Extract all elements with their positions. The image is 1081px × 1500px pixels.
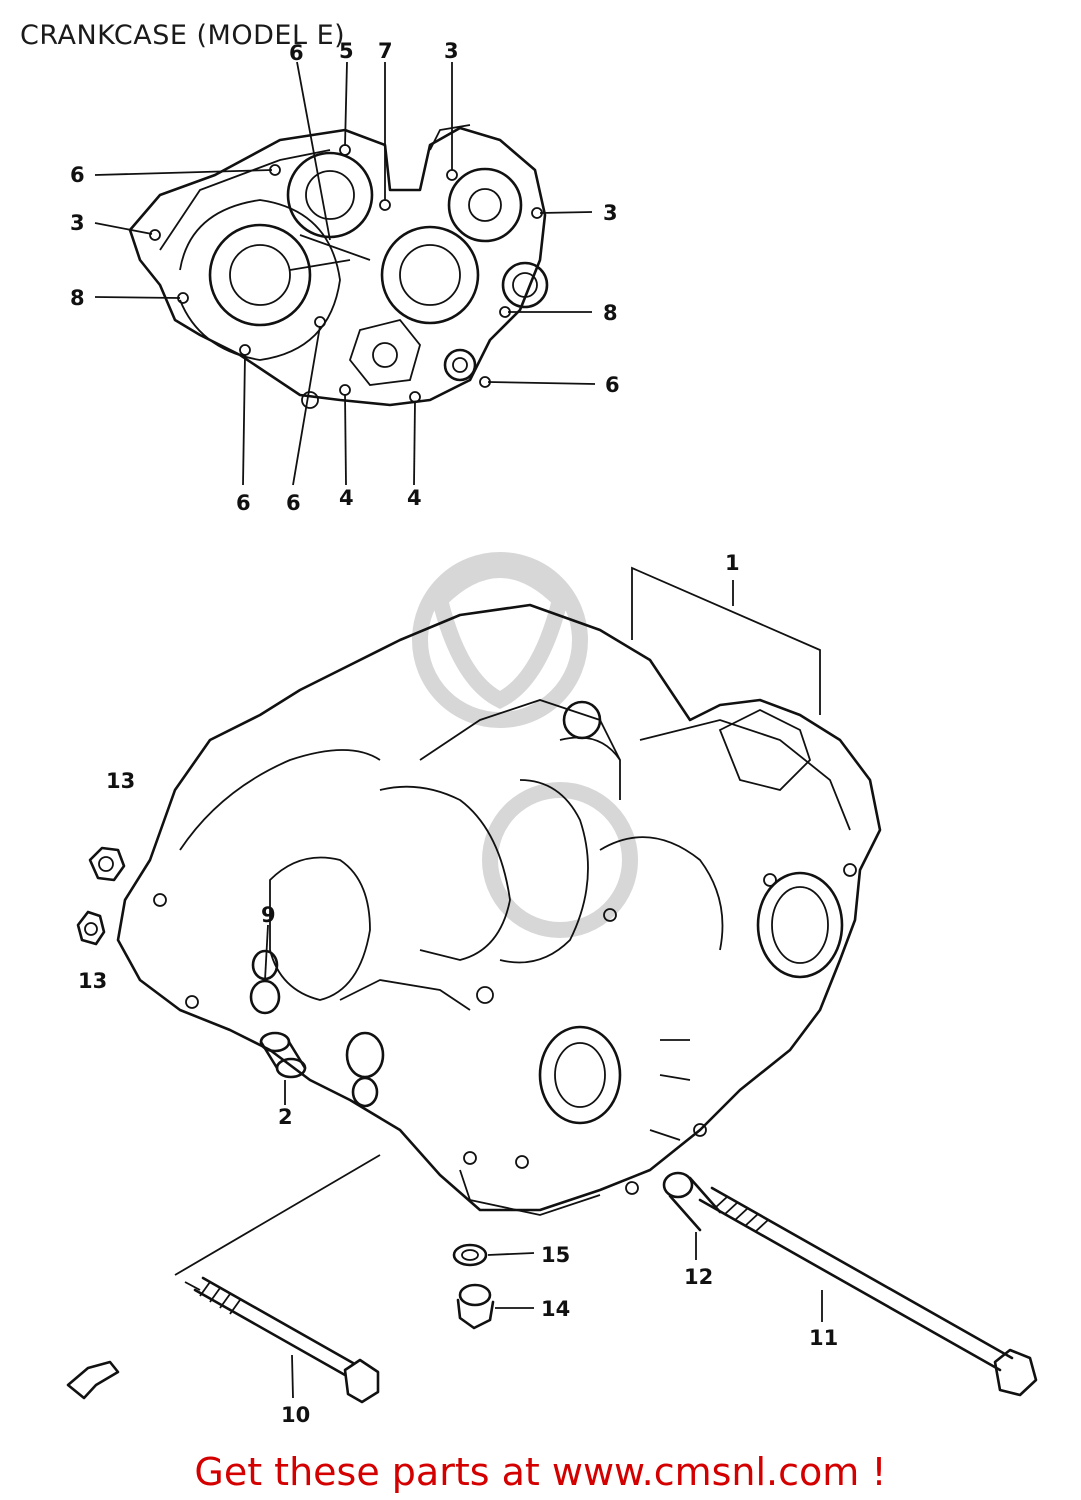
callout-part-15: 15: [541, 1243, 570, 1267]
callout-top-6: 6: [289, 41, 304, 65]
leader-lines-top: [94, 61, 596, 486]
callout-labels: 6 5 7 3 6 3 3 8 8 6 6 6 4 4 1 13 13 9 2 …: [70, 39, 838, 1427]
callout-right-3: 3: [603, 201, 618, 225]
callout-left-3: 3: [70, 211, 85, 235]
callout-right-8: 8: [603, 301, 618, 325]
callout-top-7: 7: [378, 39, 393, 63]
footer-link-text[interactable]: Get these parts at www.cmsnl.com !: [194, 1450, 887, 1494]
part-13-nut: [88, 846, 126, 882]
part-1-bracket: [631, 566, 821, 715]
callout-bottom-4a: 4: [339, 486, 354, 510]
part-13-nut-b: [76, 910, 106, 946]
part-12-dowel: [662, 1171, 722, 1260]
callout-part-10: 10: [281, 1403, 310, 1427]
callout-part-1: 1: [725, 551, 740, 575]
callout-part-11: 11: [809, 1326, 838, 1350]
callout-top-5: 5: [339, 39, 354, 63]
part-15-washer: [452, 1243, 535, 1267]
crankcase-inner-view: [128, 124, 549, 409]
callout-right-6: 6: [605, 373, 620, 397]
callout-left-6: 6: [70, 163, 85, 187]
callout-bottom-6a: 6: [236, 491, 251, 515]
part-11-bolt: [698, 1186, 1038, 1397]
diagram-title: CRANKCASE (MODEL E): [20, 20, 346, 51]
bolt-guide-lines: [174, 1154, 381, 1291]
callout-part-12: 12: [684, 1265, 713, 1289]
watermark-logo: [412, 552, 638, 938]
callout-left-8: 8: [70, 286, 85, 310]
callout-part-13b: 13: [78, 969, 107, 993]
front-arrow-icon: [66, 1360, 120, 1400]
callout-part-2: 2: [278, 1105, 293, 1129]
callout-part-13: 13: [106, 769, 135, 793]
part-10-bolt: [193, 1276, 380, 1404]
callout-part-9: 9: [261, 903, 276, 927]
crankcase-assembly: [116, 603, 882, 1216]
part-9-oring: [249, 924, 281, 1015]
part-14-drain-plug: [456, 1283, 534, 1330]
part-2-dowel: [259, 1031, 307, 1105]
callout-bottom-4b: 4: [407, 486, 422, 510]
callout-part-14: 14: [541, 1297, 570, 1321]
callout-bottom-6b: 6: [286, 491, 301, 515]
callout-top-3: 3: [444, 39, 459, 63]
